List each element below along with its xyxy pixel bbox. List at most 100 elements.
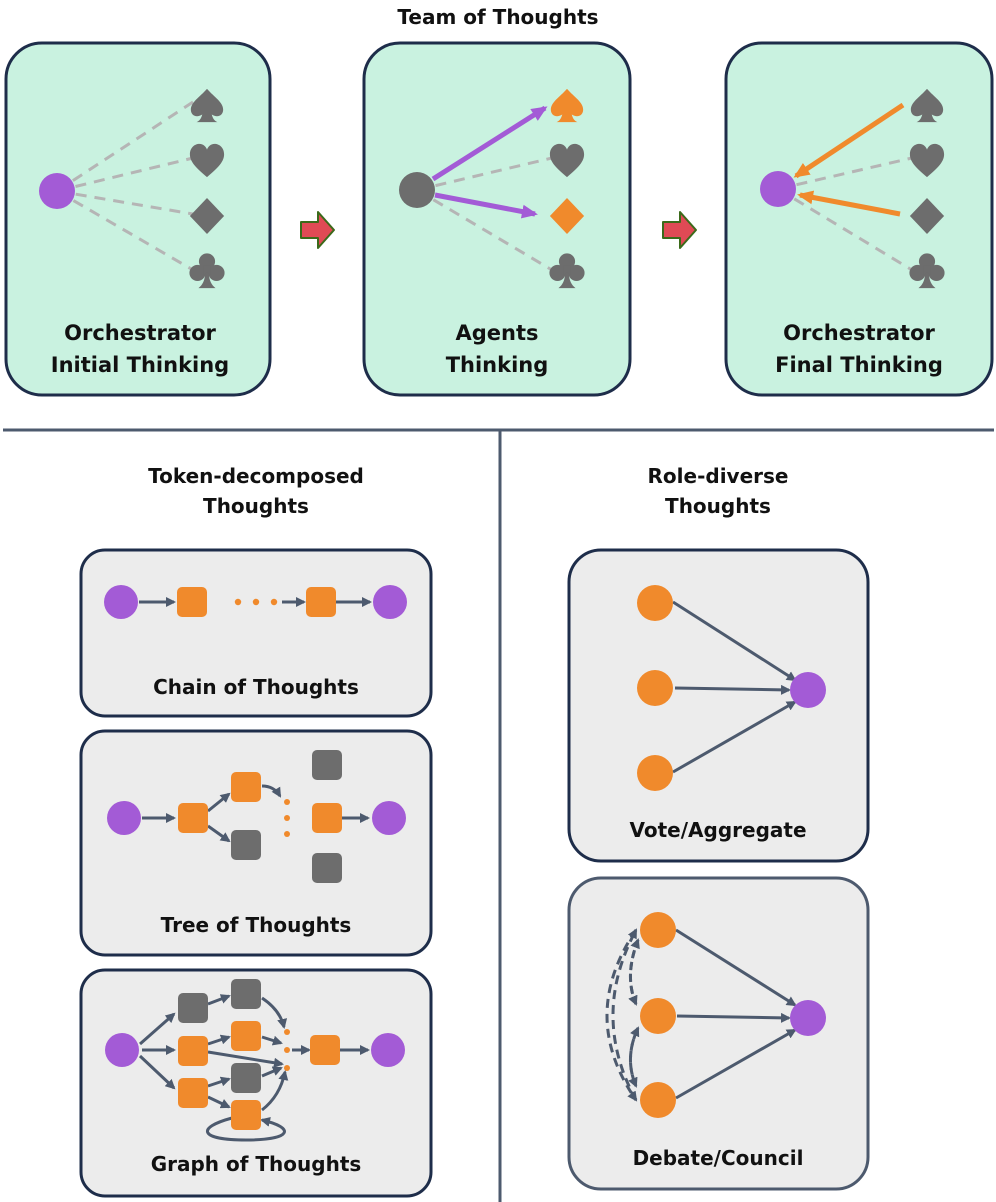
merge-dot (284, 1029, 290, 1035)
output-node (372, 801, 406, 835)
left-section-title-line2: Thoughts (203, 494, 309, 518)
ellipsis-dot (270, 598, 278, 606)
panel-frame (362, 41, 632, 397)
edge-arrow (261, 996, 288, 1029)
edge-arrow (261, 784, 282, 798)
aggregator-node (790, 1000, 826, 1036)
left-section-title-line1: Token-decomposed (148, 464, 364, 488)
input-node (107, 801, 141, 835)
debate-arrow (605, 929, 638, 1102)
edge-arrow (261, 1035, 283, 1046)
right-section-title-line1: Role-diverse (648, 464, 789, 488)
edge-arrow (207, 1050, 284, 1068)
panel-label: Tree of Thoughts (161, 913, 352, 937)
panel-label: Vote/Aggregate (629, 818, 806, 842)
self-loop-arrow (206, 1116, 286, 1142)
pruned-node (312, 853, 342, 883)
report-arrow (797, 190, 901, 217)
dashed-links (56, 100, 194, 272)
dispatch-arrow (434, 192, 538, 219)
panel-label-line1: Agents (455, 321, 538, 345)
agent-node (637, 670, 673, 706)
report-arrow (793, 102, 905, 179)
edge-arrow (672, 700, 797, 774)
merge-dot (284, 1065, 290, 1071)
output-node (371, 1033, 405, 1067)
edge-arrow (261, 1070, 289, 1112)
diagram-title: Team of Thoughts (397, 5, 598, 29)
edge-arrow (207, 1076, 231, 1088)
edge-arrow (676, 1012, 791, 1023)
thought-node (310, 1035, 340, 1065)
edge-arrow (672, 600, 797, 682)
top-panel-orchestrator-initial: Orchestrator Initial Thinking (4, 41, 272, 397)
debate-arrow (628, 938, 640, 1005)
panel-label-line2: Thinking (446, 353, 549, 377)
panel-frame (567, 876, 870, 1191)
pruned-node (231, 979, 261, 1009)
output-node (373, 585, 407, 619)
edge-arrow (207, 1095, 231, 1109)
orchestrator-node (39, 173, 75, 209)
ellipsis-dot (284, 815, 290, 821)
agent-node (640, 1082, 676, 1118)
ellipsis-dot (252, 598, 260, 606)
top-panel-agents-thinking: Agents Thinking (362, 41, 632, 397)
ellipsis-dot (284, 799, 290, 805)
thought-node (231, 1100, 261, 1130)
thought-node (177, 587, 207, 617)
edge-arrow (675, 928, 797, 1007)
thought-node (312, 803, 342, 833)
panel-frame (724, 41, 994, 397)
chain-of-thoughts-panel: Chain of Thoughts (79, 548, 433, 718)
aggregator-node (790, 672, 826, 708)
edge-arrow (207, 792, 231, 813)
thought-node (178, 1078, 208, 1108)
orchestrator-node (760, 171, 796, 207)
thought-node (231, 1021, 261, 1051)
panel-label: Chain of Thoughts (153, 675, 359, 699)
pruned-node (312, 750, 342, 780)
pruned-node (231, 1063, 261, 1093)
dashed-links (416, 156, 553, 272)
tree-of-thoughts-panel: Tree of Thoughts (79, 729, 433, 957)
agent-node (637, 585, 673, 621)
edge-arrow (139, 1012, 176, 1046)
edge-arrow (261, 1066, 283, 1078)
next-step-arrow-icon (662, 211, 697, 249)
thought-node (231, 772, 261, 802)
edge-arrow (207, 824, 231, 843)
merge-dot (284, 1047, 290, 1053)
debate-council-panel: Debate/Council (567, 876, 870, 1191)
vote-aggregate-panel: Vote/Aggregate (567, 548, 870, 863)
panel-label-line2: Final Thinking (775, 353, 943, 377)
panel-label-line2: Initial Thinking (51, 353, 229, 377)
input-node (104, 585, 138, 619)
panel-label-line1: Orchestrator (783, 321, 935, 345)
panel-frame (79, 548, 433, 718)
right-section-title-line2: Thoughts (665, 494, 771, 518)
agent-node (640, 912, 676, 948)
input-node (105, 1033, 139, 1067)
ellipsis-dot (234, 598, 242, 606)
debate-arrow (629, 1026, 640, 1087)
panel-label: Graph of Thoughts (151, 1152, 362, 1176)
thought-node (178, 1036, 208, 1066)
debate-arrow (611, 928, 638, 1101)
edge-arrow (138, 1054, 176, 1090)
agent-node (637, 755, 673, 791)
agent-node (640, 998, 676, 1034)
dispatch-arrow (431, 105, 548, 182)
ellipsis-dot (284, 831, 290, 837)
edge-arrow (207, 994, 231, 1006)
graph-of-thoughts-panel: Graph of Thoughts (79, 968, 433, 1198)
pruned-node (178, 993, 208, 1023)
panel-label-line1: Orchestrator (64, 321, 216, 345)
pruned-node (231, 830, 261, 860)
edge-arrow (207, 1034, 231, 1046)
panel-frame (567, 548, 870, 863)
next-step-arrow-icon (300, 211, 335, 249)
thought-node (306, 587, 336, 617)
thought-node (178, 803, 208, 833)
